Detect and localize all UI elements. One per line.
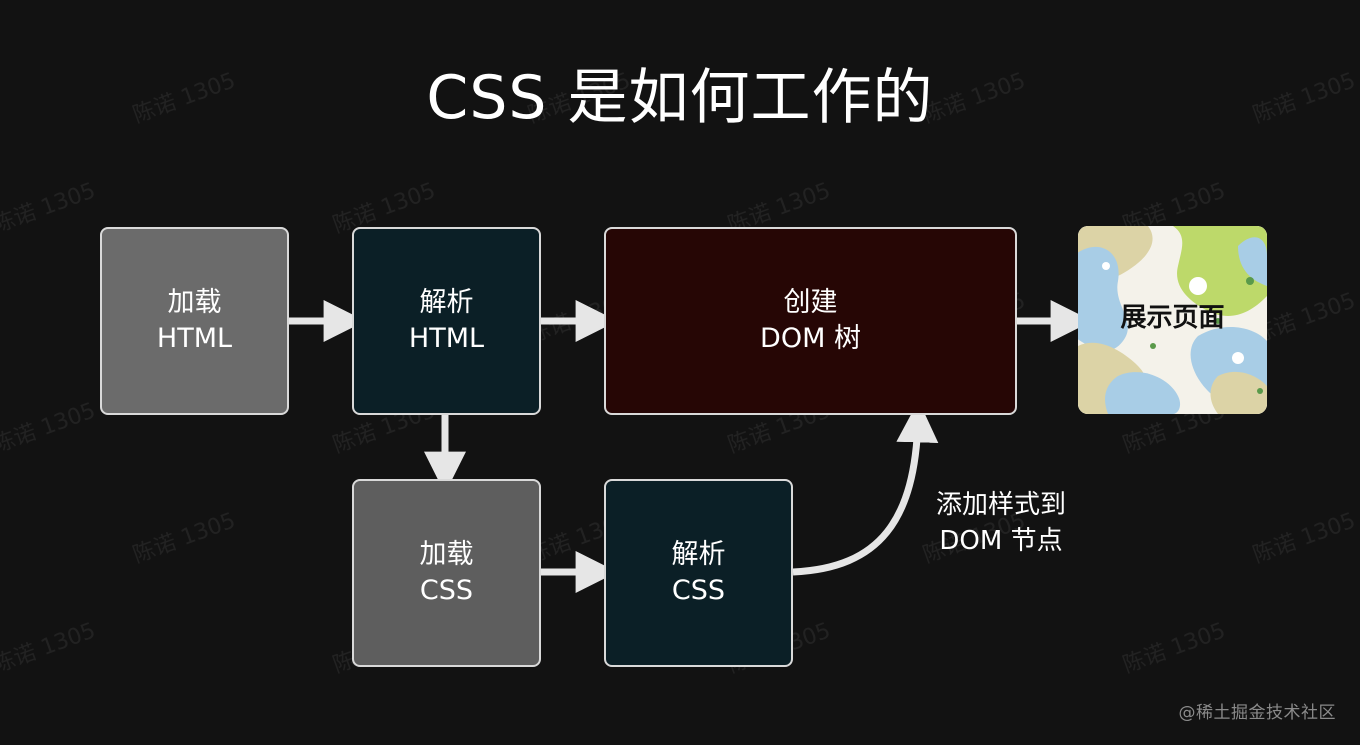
node-display-page: 展示页面 [1078, 226, 1267, 414]
node-label-line1: 加载 [167, 287, 222, 318]
edge-label-line2: DOM 节点 [939, 526, 1063, 556]
node-label: 展示页面 [1120, 303, 1225, 333]
arrow-parse-css-to-create-dom [792, 400, 939, 576]
node-label-line1: 解析 [671, 539, 726, 570]
edge-label-line1: 添加样式到 [935, 490, 1066, 520]
node-parse-html: 解析 HTML [352, 227, 541, 415]
node-parse-css: 解析 CSS [604, 479, 793, 667]
page-title: CSS 是如何工作的 [426, 63, 934, 133]
node-label-line2: DOM 树 [760, 323, 861, 354]
edge-label-add-styles: 添加样式到 DOM 节点 [916, 487, 1086, 559]
node-load-html: 加载 HTML [100, 227, 289, 415]
node-label-line1: 加载 [419, 539, 474, 570]
node-label-line1: 创建 [783, 287, 838, 318]
node-label-line2: HTML [408, 323, 485, 354]
source-credit: @稀土掘金技术社区 [1178, 703, 1336, 723]
page-illustration [1078, 226, 1267, 414]
node-label-line1: 解析 [419, 287, 474, 318]
node-create-dom-tree: 创建 DOM 树 [604, 227, 1017, 415]
node-label-line2: CSS [671, 575, 726, 606]
node-load-css: 加载 CSS [352, 479, 541, 667]
node-label-line2: HTML [156, 323, 233, 354]
node-label-line2: CSS [419, 575, 474, 606]
